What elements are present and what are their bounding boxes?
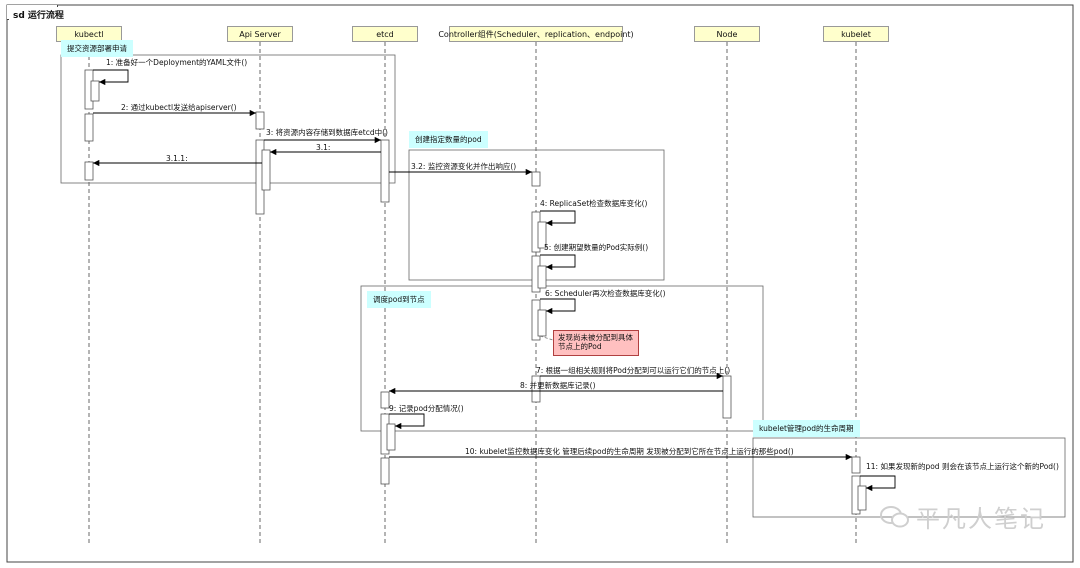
activation-node-1 xyxy=(722,375,732,419)
message-7: 7: 根据一组相关规则将Pod分配到可以运行它们的节点上() xyxy=(536,366,731,375)
message-2: 2: 通过kubectl发送给apiserver() xyxy=(121,103,237,112)
diagram-frame xyxy=(6,4,1074,563)
arrow-m5 xyxy=(540,254,576,271)
activation-controller-8 xyxy=(531,375,541,403)
activation-kubectl-self xyxy=(90,80,100,102)
participant-node: Node xyxy=(694,26,760,42)
message-5: 5: 创建期望数量的Pod实际例() xyxy=(544,243,649,252)
activation-controller-5 xyxy=(537,265,547,289)
watermark-text: 平凡人笔记 xyxy=(916,505,1046,533)
activation-kubelet-3 xyxy=(857,485,867,511)
fragment-label-submit: 提交资源部署申请 xyxy=(61,40,133,57)
message-3-1: 3.1: xyxy=(316,143,331,152)
arrow-m1 xyxy=(93,69,129,86)
participant-etcd: etcd xyxy=(352,26,418,42)
message-6: 6: Scheduler再次检查数据库变化() xyxy=(545,289,666,298)
activation-controller-3 xyxy=(537,221,547,249)
activation-etcd-1 xyxy=(380,139,390,203)
frame-title: sd 运行流程 xyxy=(9,7,70,22)
arrow-m6 xyxy=(540,298,576,315)
participant-controller: Controller组件(Scheduler、replication、endpo… xyxy=(438,26,634,42)
activation-etcd-4 xyxy=(386,423,396,451)
activation-kubectl-2 xyxy=(84,113,94,142)
message-10: 10: kubelet监控数据库变化 管理后续pod的生命周期 发现被分配到它所… xyxy=(465,447,794,456)
wechat-icon xyxy=(880,505,910,528)
activation-controller-7 xyxy=(537,309,547,337)
arrow-m9 xyxy=(389,413,425,430)
fragment-lifecycle xyxy=(752,437,1066,518)
message-3-2: 3.2: 监控资源变化并作出响应() xyxy=(411,162,517,171)
lifelines xyxy=(88,42,857,545)
activation-kubelet-1 xyxy=(851,456,861,474)
fragment-label-create-pods: 创建指定数量的pod xyxy=(409,131,488,148)
activation-controller-1 xyxy=(531,171,541,187)
fragment-submit xyxy=(60,54,396,184)
message-3: 3: 将资源内容存储到数据库etcd中() xyxy=(266,128,388,137)
message-1: 1: 准备好一个Deployment的YAML文件() xyxy=(106,58,248,67)
message-3-1-1: 3.1.1: xyxy=(166,154,188,163)
activation-apiserver-3 xyxy=(261,149,271,191)
activation-apiserver-1 xyxy=(255,111,265,130)
note-connector xyxy=(539,335,554,341)
participant-kubelet: kubelet xyxy=(823,26,889,42)
participant-apiserver: Api Server xyxy=(227,26,293,42)
message-11: 11: 如果发现新的pod 则会在该节点上运行这个新的Pod() xyxy=(866,462,1059,471)
fragment-label-schedule: 调度pod到节点 xyxy=(367,291,431,308)
arrow-m4 xyxy=(540,210,576,227)
watermark: 平凡人笔记 xyxy=(880,499,1046,534)
fragment-label-lifecycle: kubelet管理pod的生命周期 xyxy=(753,420,860,437)
message-9: 9: 记录pod分配情况() xyxy=(389,404,464,413)
note-unassigned-pods: 发现尚未被分配到具体节点上的Pod xyxy=(553,330,639,356)
activation-etcd-2 xyxy=(380,391,390,409)
activation-kubectl-3 xyxy=(84,161,94,181)
arrow-m11 xyxy=(860,475,896,492)
activation-etcd-5 xyxy=(380,457,390,485)
message-4: 4: ReplicaSet检查数据库变化() xyxy=(540,199,648,208)
message-8: 8: 并更新数据库记录() xyxy=(520,381,596,390)
fragment-schedule xyxy=(360,285,764,432)
